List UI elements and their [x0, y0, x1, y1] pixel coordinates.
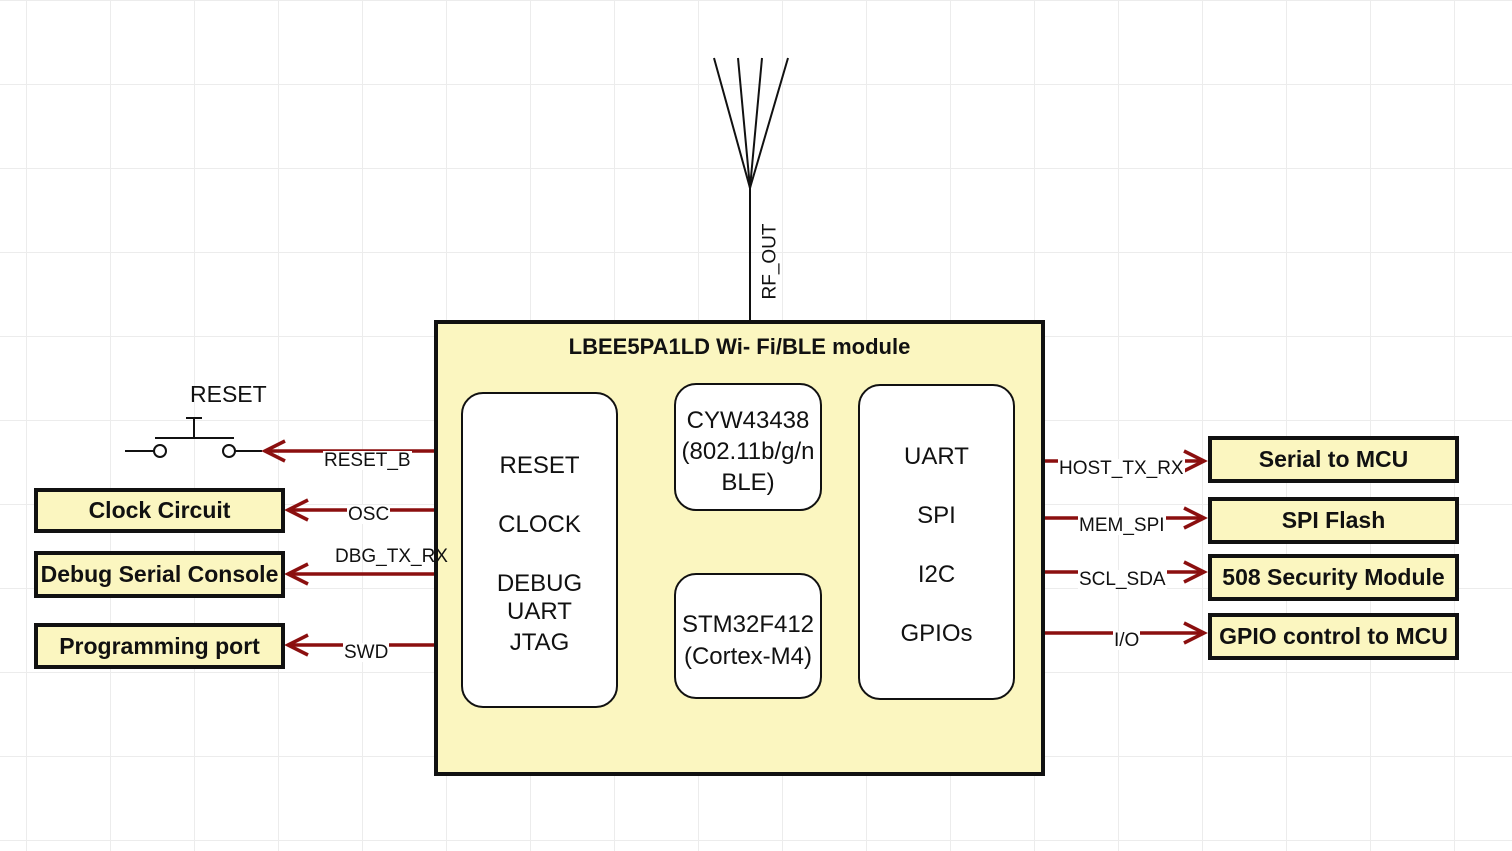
radio-chip-std: (802.11b/g/n — [681, 438, 815, 465]
security-module-box: 508 Security Module — [1208, 554, 1459, 601]
scl-sda-label: SCL_SDA — [1078, 569, 1167, 590]
peripheral-interface-block: UART SPI I2C GPIOs — [858, 384, 1015, 700]
radio-chip-ble: BLE) — [721, 469, 775, 496]
system-interface-block: RESET CLOCK DEBUG UART JTAG — [461, 392, 618, 708]
programming-port-box: Programming port — [34, 623, 285, 669]
debug-console-box: Debug Serial Console — [34, 551, 285, 598]
uart-item: UART — [904, 443, 969, 470]
osc-label: OSC — [347, 504, 391, 525]
mcu-name: STM32F412 — [681, 611, 815, 638]
mem-spi-label: MEM_SPI — [1078, 515, 1166, 536]
clock-item: CLOCK — [498, 511, 581, 538]
reset-b-label: RESET_B — [323, 450, 412, 471]
clock-circuit-box: Clock Circuit — [34, 488, 285, 533]
dbg-wire — [284, 562, 434, 586]
spi-flash-box: SPI Flash — [1208, 497, 1459, 544]
module-title: LBEE5PA1LD Wi- Fi/BLE module — [568, 334, 911, 359]
io-wire — [1015, 621, 1208, 645]
antenna-icon — [713, 57, 789, 320]
mcu-core: (Cortex-M4) — [683, 643, 812, 670]
jtag-item: JTAG — [509, 629, 570, 656]
mcu-block: STM32F412 (Cortex-M4) — [674, 573, 822, 699]
reset-switch-icon — [125, 417, 262, 458]
gpio-control-box: GPIO control to MCU — [1208, 613, 1459, 660]
rf-out-label: RF_OUT — [759, 223, 781, 300]
host-tx-rx-label: HOST_TX_RX — [1058, 458, 1185, 479]
radio-chip-name: CYW43438 — [686, 407, 810, 434]
io-label: I/O — [1113, 630, 1141, 651]
dbg-tx-rx-label: DBG_TX_RX — [335, 546, 448, 567]
debug-uart-item: DEBUG UART — [496, 570, 583, 625]
serial-to-mcu-box: Serial to MCU — [1208, 436, 1459, 483]
gpios-item: GPIOs — [900, 620, 973, 647]
reset-switch-label: RESET — [190, 381, 267, 407]
swd-label: SWD — [343, 642, 390, 663]
spi-item: SPI — [917, 502, 956, 529]
i2c-item: I2C — [917, 561, 956, 588]
reset-item: RESET — [499, 452, 580, 479]
radio-chip-block: CYW43438 (802.11b/g/n BLE) — [674, 383, 822, 511]
